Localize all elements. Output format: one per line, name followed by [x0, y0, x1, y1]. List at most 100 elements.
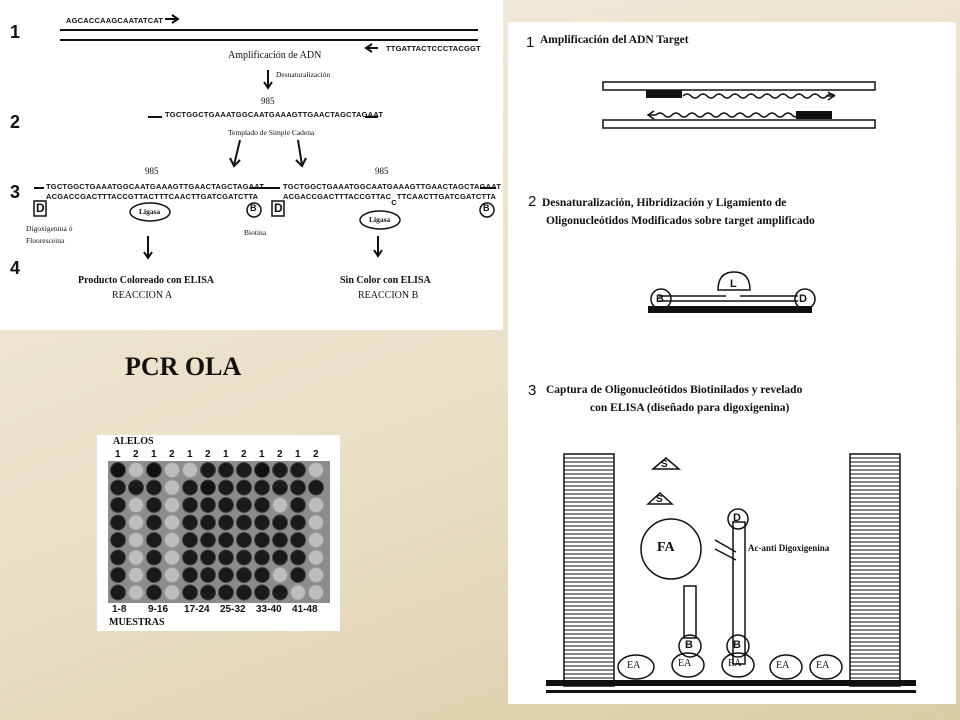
plate-well	[128, 462, 144, 478]
step-number-2: 2	[10, 112, 21, 132]
plate-well	[272, 479, 288, 496]
plate-well	[164, 514, 180, 531]
biotin-marker-b: B	[483, 203, 490, 213]
mechanism-drawing	[546, 81, 916, 693]
plate-well	[110, 479, 126, 496]
reaccion-a-label: REACCION A	[112, 290, 173, 301]
plate-well	[110, 497, 126, 513]
amplificacion-label: Amplificación de ADN	[228, 50, 322, 61]
plate-well	[146, 532, 162, 548]
right-step1-title: Amplificación del ADN Target	[540, 34, 689, 46]
plate-well	[308, 497, 324, 513]
plate-well	[110, 584, 126, 601]
reaction-a-top-strand: TGCTGGCTGAAATGGCAATGAAAGTTGAACTAGCTAGAAT	[46, 182, 265, 191]
single-strand-sequence: TGCTGGCTGAAATGGCAATGAAAGTTGAACTAGCTAGAAT	[165, 110, 384, 119]
position-985-a: 985	[145, 166, 159, 176]
plate-well	[254, 497, 270, 513]
plate-well	[236, 514, 252, 531]
ola-elisa-mechanism-diagram: 1 Amplificación del ADN Target 2 Desnatu…	[508, 22, 956, 704]
streptavidin-label-5: EA	[816, 660, 830, 671]
plate-well	[254, 532, 270, 548]
sample-range-label: 1-8	[112, 604, 127, 615]
plate-well	[218, 462, 234, 478]
plate-well	[182, 567, 198, 583]
plate-well	[236, 497, 252, 513]
templado-label: Templado de Simple Cadena	[228, 128, 315, 137]
plate-well	[200, 514, 216, 531]
right-step-number-3: 3	[528, 382, 537, 399]
biotin-label-right: B	[656, 293, 664, 305]
plate-wells	[108, 461, 330, 603]
plate-well	[308, 462, 324, 478]
plate-well	[110, 532, 126, 548]
plate-well	[164, 567, 180, 583]
page-title: PCR OLA	[125, 352, 242, 381]
plate-well	[146, 462, 162, 478]
plate-well	[254, 567, 270, 583]
plate-well	[110, 462, 126, 478]
reaccion-b-label: REACCION B	[358, 290, 419, 301]
allele-number: 2	[241, 449, 247, 460]
plate-well	[164, 532, 180, 548]
fluoresceina-label: Fluoresceina	[26, 236, 65, 245]
plate-well	[164, 549, 180, 566]
dna-strand-lines	[33, 14, 496, 260]
plate-well	[182, 514, 198, 531]
antibody-label: Ac-anti Digoxigenina	[748, 543, 830, 553]
plate-well	[290, 479, 306, 496]
streptavidin-label-4: EA	[776, 660, 790, 671]
plate-well	[218, 514, 234, 531]
plate-well	[290, 462, 306, 478]
allele-number: 2	[169, 449, 175, 460]
digoxigenin-label-right: D	[799, 293, 807, 305]
plate-well	[110, 549, 126, 566]
right-step2-title-2: Oligonucleótidos Modificados sobre targe…	[546, 215, 815, 227]
plate-well	[236, 462, 252, 478]
plate-well	[200, 532, 216, 548]
plate-well	[146, 584, 162, 601]
plate-well	[236, 532, 252, 548]
plate-well	[308, 532, 324, 548]
plate-well	[164, 462, 180, 478]
right-step-number-2: 2	[528, 193, 537, 210]
primer-forward: AGCACCAAGCAATATCAT	[66, 16, 164, 25]
sample-range-label: 9-16	[148, 604, 169, 615]
right-step-number-1: 1	[526, 34, 535, 51]
streptavidin-label-1: EA	[627, 660, 641, 671]
plate-well	[128, 479, 144, 496]
digoxigenin-marker-b: D	[274, 201, 283, 215]
biotin-label-capture-1: B	[685, 639, 693, 651]
allele-number: 1	[259, 449, 265, 460]
right-step2-title-1: Desnaturalización, Hibridización y Ligam…	[542, 197, 787, 209]
plate-well	[218, 532, 234, 548]
plate-well	[308, 479, 324, 496]
allele-number: 2	[277, 449, 283, 460]
plate-well	[146, 549, 162, 566]
plate-well	[164, 497, 180, 513]
plate-well	[254, 462, 270, 478]
plate-well	[290, 549, 306, 566]
plate-well	[272, 584, 288, 601]
plate-well	[128, 497, 144, 513]
right-step3-title-1: Captura de Oligonucleótidos Biotinilados…	[546, 384, 803, 396]
biotin-marker-a: B	[250, 203, 257, 213]
position-985-b: 985	[375, 166, 389, 176]
plate-well	[128, 549, 144, 566]
plate-well	[290, 514, 306, 531]
plate-well	[290, 567, 306, 583]
plate-well	[146, 567, 162, 583]
step-number-3: 3	[10, 182, 21, 202]
plate-well	[218, 549, 234, 566]
sample-range-label: 25-32	[220, 604, 246, 615]
plate-well	[236, 479, 252, 496]
plate-well	[272, 462, 288, 478]
muestras-label: MUESTRAS	[109, 617, 165, 628]
streptavidin-label-2: EA	[678, 658, 692, 669]
position-985-step2: 985	[261, 96, 275, 106]
mismatch-base: C	[391, 198, 397, 207]
plate-well	[272, 567, 288, 583]
plate-well	[164, 479, 180, 496]
allele-number: 2	[205, 449, 211, 460]
plate-well	[272, 549, 288, 566]
plate-well	[254, 514, 270, 531]
